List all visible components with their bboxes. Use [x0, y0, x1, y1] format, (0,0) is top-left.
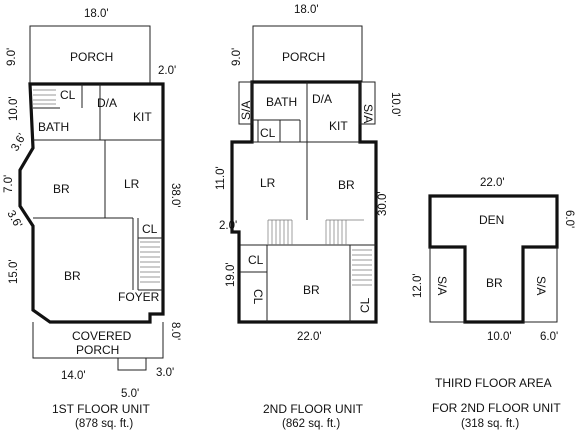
second-closet3-label: CL	[251, 289, 265, 305]
third-floor-title-line1: THIRD FLOOR AREA	[435, 376, 552, 390]
first-interior-walls	[33, 84, 163, 291]
second-bath-label: BATH	[266, 95, 297, 109]
second-living-room-height-dimension: 11.0'	[215, 166, 227, 190]
first-closet2-label: CL	[142, 222, 158, 236]
first-porch-label: PORCH	[70, 50, 113, 64]
first-bath-label: BATH	[38, 120, 69, 134]
second-closet-label: CL	[260, 126, 276, 140]
first-covered-porch-outline	[32, 322, 164, 359]
second-sa-left-label: S/A	[239, 101, 253, 120]
third-floor-title-line2: FOR 2ND FLOOR UNIT	[432, 401, 561, 415]
first-living-room-label: LR	[124, 177, 140, 191]
second-width-dimension: 18.0'	[294, 4, 319, 16]
first-bay-a-dimension: 3.6'	[9, 132, 28, 154]
first-bath-height-dimension: 10.0'	[8, 96, 20, 121]
second-sa-height-dimension: 10.0'	[389, 92, 401, 117]
first-back-porch-width-dimension: 14.0'	[61, 370, 86, 382]
second-da-label: D/A	[312, 92, 332, 106]
second-kitchen-label: KIT	[329, 119, 348, 133]
second-stairs-left	[267, 219, 293, 245]
first-back-porch-depth-dimension: 8.0'	[169, 322, 181, 340]
third-floor-plan: DEN S/A BR S/A 22.0' 6.0' 12.0' 10.0' 6.…	[412, 177, 575, 430]
first-floor-plan: PORCH CL D/A KIT BATH BR LR CL BR FOYER …	[3, 8, 181, 430]
third-floor-area: (318 sq. ft.)	[461, 418, 519, 430]
second-interior-walls	[240, 82, 376, 322]
first-foyer-label: FOYER	[118, 290, 160, 304]
first-width-dimension: 18.0'	[84, 8, 109, 20]
first-kitchen-label: KIT	[133, 110, 152, 124]
third-bedroom-width-dimension: 10.0'	[487, 331, 512, 343]
first-closet-label: CL	[60, 88, 76, 102]
second-floor-plan: PORCH S/A BATH D/A S/A CL KIT LR BR CL C…	[215, 4, 401, 430]
first-step-width-dimension: 5.0'	[121, 388, 139, 400]
second-closet2-label: CL	[248, 253, 264, 267]
first-floor-walls	[18, 82, 165, 324]
third-bedroom-label: BR	[486, 276, 503, 290]
first-stairs-top	[33, 89, 56, 105]
third-den-height-dimension: 6.0'	[563, 210, 575, 228]
third-den-label: DEN	[479, 213, 504, 227]
first-covered-label: COVERED	[72, 329, 132, 343]
first-floor-title: 1ST FLOOR UNIT	[52, 402, 150, 416]
first-covered-porch-label: PORCH	[76, 343, 119, 357]
second-porch-label: PORCH	[282, 50, 325, 64]
first-length-dimension: 38.0'	[169, 183, 181, 208]
first-bedroom1-label: BR	[53, 182, 70, 196]
third-sa-right-label: S/A	[534, 276, 548, 295]
second-offset-dimension: 2.0'	[219, 220, 237, 232]
third-sa-right-box	[523, 247, 558, 323]
second-length-dimension: 30.0'	[377, 191, 389, 216]
first-step-depth-dimension: 3.0'	[156, 367, 174, 379]
second-closet4-label: CL	[358, 297, 372, 313]
second-sa-right-box	[359, 81, 376, 125]
first-bay-c-dimension: 3.6'	[4, 209, 23, 231]
third-sa-left-label: S/A	[435, 276, 449, 295]
first-bay-b-dimension: 7.0'	[3, 175, 15, 193]
second-floor-title: 2ND FLOOR UNIT	[263, 402, 364, 416]
first-stairs-foyer	[140, 241, 160, 283]
second-floor-area: (862 sq. ft.)	[282, 418, 340, 430]
first-bedroom2-label: BR	[64, 269, 81, 283]
first-bedroom2-height-dimension: 15.0'	[8, 259, 20, 284]
third-sa-left-box	[429, 247, 465, 323]
second-living-room-label: LR	[260, 176, 276, 190]
first-floor-area: (878 sq. ft.)	[75, 418, 133, 430]
second-porch-depth-dimension: 9.0'	[231, 48, 243, 66]
second-bedroom-height-dimension: 19.0'	[225, 262, 237, 287]
second-bedroom1-label: BR	[338, 178, 355, 192]
first-porch-depth-dimension: 9.0'	[6, 48, 18, 66]
second-sa-left-box	[238, 81, 253, 125]
first-da-label: D/A	[97, 96, 117, 110]
second-stairs-right	[325, 219, 372, 286]
second-bottom-width-dimension: 22.0'	[297, 331, 322, 343]
third-width-dimension: 22.0'	[480, 177, 505, 189]
second-sa-right-label: S/A	[361, 104, 375, 123]
third-sa-height-dimension: 12.0'	[412, 273, 424, 298]
first-porch-step-dimension: 2.0'	[158, 65, 176, 77]
first-porch-step	[117, 357, 147, 371]
third-sa-width-dimension: 6.0'	[540, 331, 558, 343]
second-bedroom2-label: BR	[303, 283, 320, 297]
